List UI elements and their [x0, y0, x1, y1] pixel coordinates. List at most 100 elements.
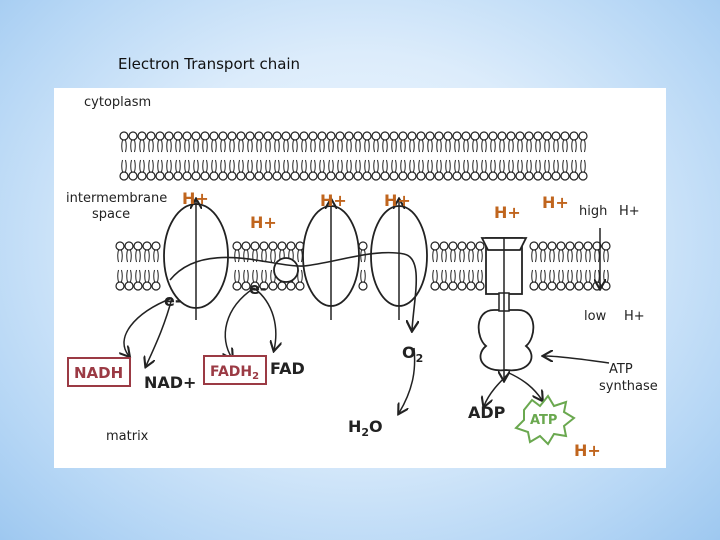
- space-label: space: [92, 207, 130, 222]
- lipid-head: [439, 281, 449, 291]
- lipid-head: [529, 281, 539, 291]
- lipid-tail: [441, 249, 447, 263]
- lipid-head: [380, 171, 390, 181]
- lipid-head: [497, 171, 507, 181]
- lipid-head: [565, 241, 575, 251]
- lipid-head: [592, 241, 602, 251]
- lipid-head: [443, 131, 453, 141]
- lipid-head: [146, 171, 156, 181]
- lipid-tail: [301, 139, 307, 153]
- lipid-head: [119, 171, 129, 181]
- lipid-head: [155, 131, 165, 141]
- lipid-tail: [283, 139, 289, 153]
- lipid-head: [475, 241, 485, 251]
- lipid-tail: [382, 159, 388, 173]
- lipid-head: [425, 171, 435, 181]
- lipid-tail: [202, 139, 208, 153]
- lipid-tail: [144, 249, 150, 263]
- lipid-head: [416, 131, 426, 141]
- lipid-tail: [526, 159, 532, 173]
- lipid-head: [308, 131, 318, 141]
- lipid-tail: [409, 159, 415, 173]
- lipid-tail: [139, 139, 145, 153]
- lipid-head: [506, 131, 516, 141]
- lipid-tail: [459, 269, 465, 283]
- lipid-head: [344, 171, 354, 181]
- lipid-head: [128, 171, 138, 181]
- lipid-tail: [193, 139, 199, 153]
- lipid-head: [272, 171, 282, 181]
- intermembrane-label: intermembrane: [66, 191, 167, 206]
- slide-title: Electron Transport chain: [118, 55, 301, 73]
- lipid-tail: [364, 159, 370, 173]
- h-plus-label: H+: [320, 191, 347, 210]
- lipid-tail: [450, 269, 456, 283]
- lipid-tail: [418, 159, 424, 173]
- lipid-head: [173, 171, 183, 181]
- lipid-tail: [382, 139, 388, 153]
- lipid-head: [268, 241, 278, 251]
- lipid-tail: [121, 139, 127, 153]
- lipid-tail: [472, 159, 478, 173]
- lipid-tail: [463, 159, 469, 173]
- lipid-tail: [211, 139, 217, 153]
- lipid-head: [569, 171, 579, 181]
- lipid-head: [497, 131, 507, 141]
- adp-arrow: [484, 372, 510, 406]
- lipid-head: [380, 131, 390, 141]
- lipid-tail: [256, 139, 262, 153]
- lipid-tail: [567, 249, 573, 263]
- lipid-tail: [292, 139, 298, 153]
- lipid-head: [601, 241, 611, 251]
- lipid-tail: [594, 269, 600, 283]
- lipid-head: [371, 131, 381, 141]
- lipid-head: [245, 131, 255, 141]
- lipid-head: [407, 171, 417, 181]
- lipid-head: [124, 241, 134, 251]
- lipid-head: [236, 171, 246, 181]
- lipid-tail: [477, 269, 483, 283]
- lipid-head: [227, 171, 237, 181]
- lipid-head: [133, 241, 143, 251]
- nadh-label: NADH: [74, 364, 123, 382]
- lipid-tail: [157, 159, 163, 173]
- lipid-head: [578, 171, 588, 181]
- lipid-head: [398, 171, 408, 181]
- lipid-tail: [130, 159, 136, 173]
- low-h-label: H+: [624, 309, 645, 324]
- lipid-tail: [243, 249, 249, 263]
- nad-arrow: [146, 297, 173, 366]
- lipid-head: [317, 171, 327, 181]
- complex-ii: [273, 257, 299, 283]
- lipid-head: [200, 131, 210, 141]
- lipid-head: [457, 281, 467, 291]
- lipid-head: [146, 131, 156, 141]
- lipid-tail: [481, 159, 487, 173]
- lipid-head: [218, 171, 228, 181]
- etc-diagram-panel: cytoplasm intermembrane space matrix hig…: [54, 88, 666, 468]
- lipid-head: [241, 241, 251, 251]
- h-plus-label: H+: [250, 213, 277, 232]
- lipid-tail: [472, 139, 478, 153]
- electron-label-2: e-: [249, 279, 267, 298]
- h-plus-label: H+: [182, 189, 209, 208]
- lipid-head: [583, 281, 593, 291]
- lipid-tail: [576, 249, 582, 263]
- lipid-tail: [234, 269, 240, 283]
- lipid-head: [254, 171, 264, 181]
- lipid-head: [434, 171, 444, 181]
- lipid-tail: [391, 139, 397, 153]
- lipid-head: [461, 171, 471, 181]
- lipid-head: [286, 241, 296, 251]
- lipid-tail: [445, 139, 451, 153]
- lipid-tail: [535, 139, 541, 153]
- lipid-tail: [454, 159, 460, 173]
- lipid-head: [137, 131, 147, 141]
- lipid-tail: [117, 249, 123, 263]
- h-plus-label: H+: [494, 203, 521, 222]
- lipid-head: [151, 241, 161, 251]
- lipid-head: [574, 281, 584, 291]
- lipid-head: [241, 281, 251, 291]
- lipid-tail: [481, 139, 487, 153]
- lipid-head: [286, 281, 296, 291]
